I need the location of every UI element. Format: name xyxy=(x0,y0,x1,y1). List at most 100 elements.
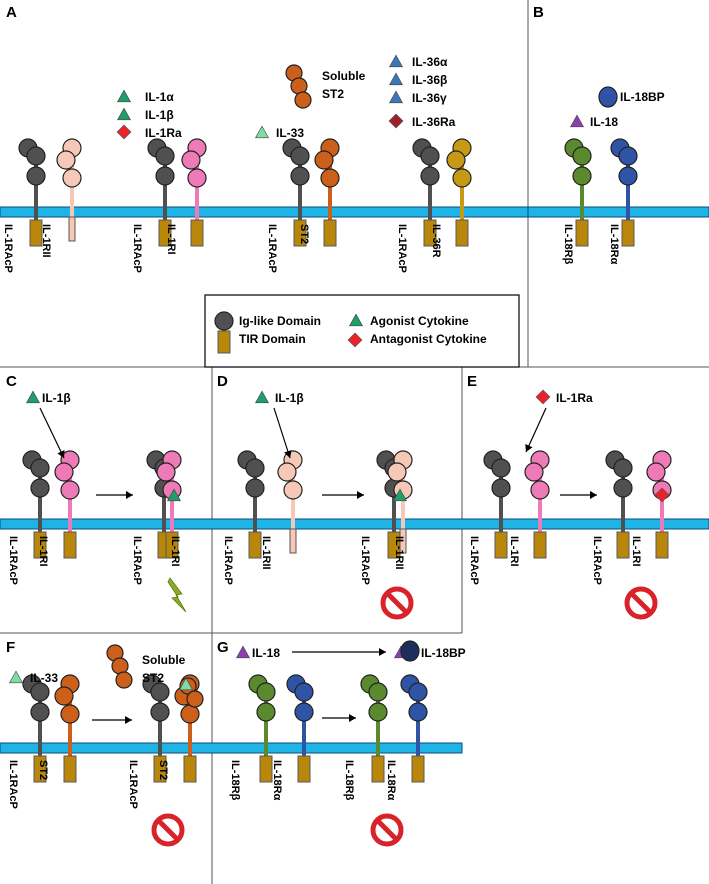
panel-label-e: E xyxy=(467,373,477,390)
a-receptor-st2-5-ig-2 xyxy=(314,150,334,170)
a-receptor-il36r-7-tir-domain xyxy=(455,219,469,247)
il1a-triangle-icon xyxy=(116,89,132,103)
il1b-triangle-icon xyxy=(116,107,132,121)
label-il36g: IL-36γ xyxy=(412,91,447,105)
legend-ig-label: Ig-like Domain xyxy=(239,314,321,328)
a-receptor-label-5: ST2 xyxy=(298,224,310,244)
a-receptor-il1rii-1-short-tail xyxy=(68,216,76,242)
a-receptor-st2-5-tir-domain xyxy=(323,219,337,247)
f-receptor-il1rap-1-ig-2 xyxy=(30,682,50,702)
g-receptor-il18rb-1 xyxy=(248,674,276,783)
label-il18-b: IL-18 xyxy=(590,115,618,129)
panel-label-d: D xyxy=(217,373,228,390)
label-il33-a: IL-33 xyxy=(276,126,304,140)
d-il1b-bound-triangle-icon xyxy=(392,488,408,502)
a-receptor-il1rap-4-ig-2 xyxy=(290,146,310,166)
e-receptor-il1ri-2-tir-domain xyxy=(655,531,669,559)
il36ra-diamond-icon xyxy=(388,113,404,129)
legend-agonist-label: Agonist Cytokine xyxy=(370,314,469,328)
f-receptor-st2-1-tir-domain xyxy=(63,755,77,783)
e-receptor-il1ri-1 xyxy=(524,450,550,559)
c-receptor-il1rap-1 xyxy=(22,450,50,559)
a-receptor-il1rap-2 xyxy=(147,138,175,247)
b-receptor-il18rb-tir-domain xyxy=(575,219,589,247)
membrane-a xyxy=(0,206,529,218)
f-receptor-il1rap-2-tir-domain xyxy=(153,755,167,783)
il18bp-icon xyxy=(598,86,618,108)
b-receptor-il18rb-ig-2 xyxy=(572,146,592,166)
a-receptor-il1rap-2-ig-2 xyxy=(155,146,175,166)
c-receptor-il1rap-1-ig-3 xyxy=(30,478,50,498)
d-inhibit-prohibition-sign-icon xyxy=(380,586,414,620)
a-receptor-il1rap-6-tir-domain xyxy=(423,219,437,247)
c-receptor-label-2: IL-1RAcP xyxy=(131,536,143,585)
c-receptor-il1ri-1 xyxy=(54,450,80,559)
f-receptor-label-1: ST2 xyxy=(37,760,49,780)
label-il18-g: IL-18 xyxy=(252,646,280,660)
f-complex-il33-triangle-icon xyxy=(178,677,194,691)
f-inhibit-prohibition-sign-icon xyxy=(151,813,185,847)
f-receptor-st2-1-ig-3 xyxy=(60,704,80,724)
f-receptor-label-2: IL-1RAcP xyxy=(127,760,139,809)
panel-label-g: G xyxy=(217,639,229,656)
d-binding-arrow xyxy=(273,407,292,459)
panel-label-a: A xyxy=(6,4,17,21)
e-receptor-il1rap-2-ig-3 xyxy=(613,478,633,498)
legend-ig-domain-circle-icon xyxy=(214,311,234,331)
c-il1b-triangle-icon xyxy=(25,390,41,404)
g-transition-arrow-head xyxy=(349,714,356,722)
e-receptor-il1rap-1 xyxy=(483,450,511,559)
a-receptor-il1rap-0-ig-2 xyxy=(26,146,46,166)
label-soluble-f: Soluble xyxy=(142,653,186,667)
c-transition-arrow-head xyxy=(126,491,133,499)
il33-triangle-icon xyxy=(254,125,270,139)
e-binding-arrow xyxy=(525,407,547,453)
a-receptor-label-7: IL-36R xyxy=(430,224,442,258)
a-receptor-label-6: IL-1RAcP xyxy=(396,224,408,273)
d-receptor-il1rii-1-ig-3 xyxy=(283,480,303,500)
d-receptor-il1rap-1 xyxy=(237,450,265,559)
d-inhibit-prohibition-sign-icon-bar xyxy=(385,591,409,615)
f-receptor-st2-2-ig-3 xyxy=(180,704,200,724)
d-receptor-il1rii-2-short-tail xyxy=(399,528,407,554)
b-receptor-il18ra-ig-3 xyxy=(618,166,638,186)
f-receptor-st2-1-ig-2 xyxy=(54,686,74,706)
membrane-row2 xyxy=(0,518,709,530)
f-receptor-il1rap-1-tir-domain xyxy=(33,755,47,783)
f-il33-triangle-icon xyxy=(8,670,24,684)
b-receptor-il18rb-ig-3 xyxy=(572,166,592,186)
e-il1ra-diamond-icon xyxy=(535,389,551,405)
g-receptor-label-3: IL-18Rα xyxy=(385,760,397,801)
e-receptor-il1rap-1-ig-3 xyxy=(491,478,511,498)
labels: A B C D E F G IL-1α IL-1β IL-1Ra IL-33 S… xyxy=(2,4,665,809)
a-receptor-il1ri-3 xyxy=(181,138,207,247)
g-receptor-il18ra-2-ig-3 xyxy=(408,702,428,722)
d-binding-arrow-head xyxy=(284,450,292,458)
e-transition-arrow xyxy=(560,491,597,499)
a-receptor-il36r-7-ig-2 xyxy=(446,150,466,170)
g-inhibit-prohibition-sign-icon xyxy=(370,813,404,847)
d-receptor-label-3: IL-1RII xyxy=(393,536,405,570)
g-receptor-il18rb-2 xyxy=(360,674,388,783)
c-binding-arrow-shaft xyxy=(39,407,65,459)
c-receptor-il1ri-1-ig-3 xyxy=(60,480,80,500)
e-inhibit-prohibition-sign-icon-bar xyxy=(629,591,653,615)
e-receptor-label-0: IL-1RAcP xyxy=(468,536,480,585)
c-receptor-il1ri-1-ig-2 xyxy=(54,462,74,482)
f-transition-arrow xyxy=(92,716,132,724)
c-receptor-il1ri-1-tir-domain xyxy=(63,531,77,559)
panel-label-f: F xyxy=(6,639,15,656)
il36b-triangle-icon xyxy=(388,72,404,86)
c-il1b-bound-triangle-icon xyxy=(166,488,182,502)
a-receptor-il1rii-1-ig-3 xyxy=(62,168,82,188)
label-il1ra-e: IL-1Ra xyxy=(556,391,593,405)
a-receptor-label-0: IL-1RAcP xyxy=(2,224,14,273)
a-receptor-label-4: IL-1RAcP xyxy=(266,224,278,273)
g-il18bp-icon xyxy=(400,640,420,662)
a-receptor-il36r-7-ig-3 xyxy=(452,168,472,188)
e-inhibit-prohibition-sign-icon xyxy=(624,586,658,620)
g-receptor-il18ra-2-tir-domain xyxy=(411,755,425,783)
a-receptor-il1rap-6 xyxy=(412,138,440,247)
